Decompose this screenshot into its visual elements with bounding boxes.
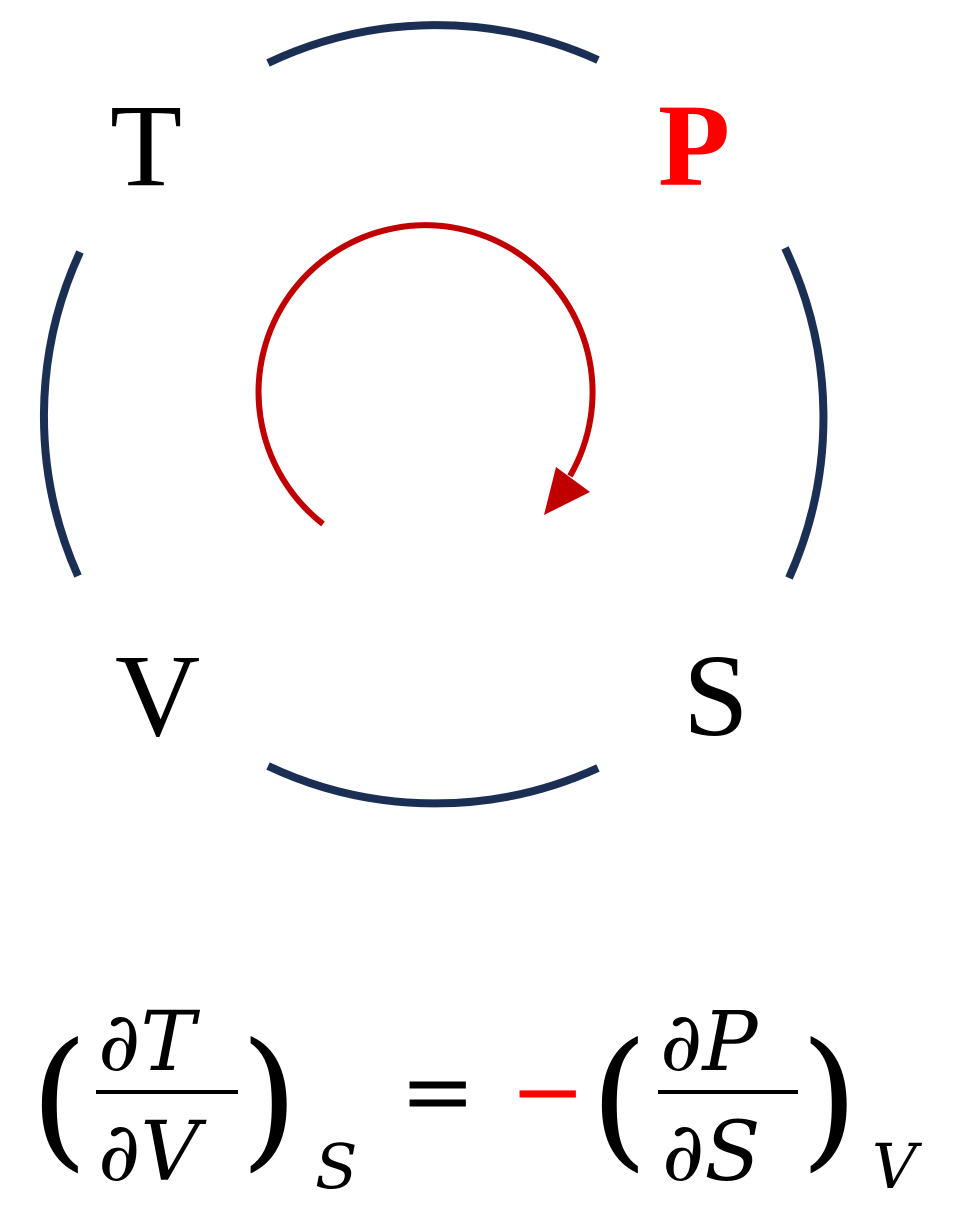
cycle-arrow-arc [255,222,596,527]
right-paren-2: ) [800,1012,859,1186]
maxwell-relation-equation: ( ∂T ∂V ) S = − ( ∂P ∂S ) V [30,995,923,1203]
ring-arc-left [39,250,84,578]
left-paren: ( [30,1012,89,1186]
corner-label-s: S [683,630,749,761]
ring-arc-top [266,21,600,67]
corner-label-v: V [115,630,200,761]
lhs-denominator: ∂V [98,1105,207,1200]
lhs-subscript: S [315,1130,357,1203]
arrowhead-icon [544,467,590,515]
rhs-numerator: ∂P [660,995,759,1090]
lhs-numerator: ∂T [98,995,200,1090]
rhs-subscript: V [872,1130,923,1203]
rhs-denominator: ∂S [662,1105,761,1200]
equals-sign: = [400,1039,475,1144]
right-paren: ) [240,1012,299,1186]
left-paren-2: ( [590,1012,649,1186]
corner-label-p: P [658,80,730,211]
ring-arc-bottom [266,762,600,808]
ring-arc-right [781,246,828,580]
corner-label-t: T [110,80,182,211]
minus-sign: − [510,1039,585,1144]
